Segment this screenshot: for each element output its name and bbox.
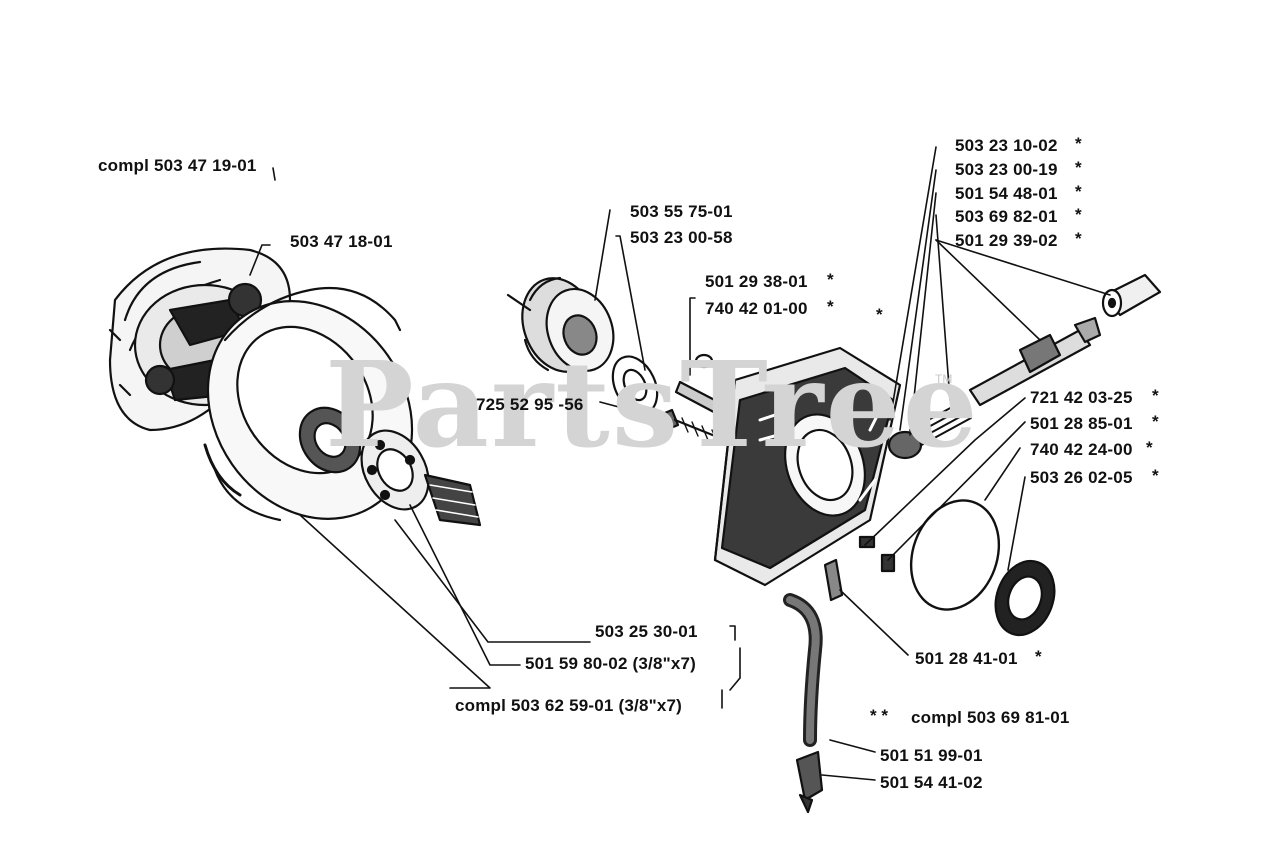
washer <box>611 355 659 415</box>
asterisk-oil-b: * <box>1075 158 1082 177</box>
asterisk-pin-c: * <box>876 305 883 324</box>
asterisk-plug: * <box>1035 647 1042 666</box>
label-right-d: 503 26 02-05 <box>1030 468 1133 487</box>
small-ring <box>694 353 714 369</box>
plunger-shaft <box>968 316 1102 407</box>
sprocket-rim <box>360 429 430 511</box>
label-pin-a: 501 29 38-01 <box>705 272 808 291</box>
label-right-b: 501 28 85-01 <box>1030 414 1133 433</box>
end-cap <box>1101 273 1162 318</box>
oil-seal <box>994 559 1056 637</box>
asterisk-right-c: * <box>1146 438 1153 457</box>
label-right-c: 740 42 24-00 <box>1030 440 1133 459</box>
asterisk-oil-c: * <box>1075 182 1082 201</box>
asterisk-right-a: * <box>1152 386 1159 405</box>
label-hose-b: 501 54 41-02 <box>880 773 983 792</box>
leader-lines <box>249 146 1111 781</box>
label-oil-b: 503 23 00-19 <box>955 160 1058 179</box>
guide-pin <box>674 380 732 420</box>
label-bottom-c: compl 503 62 59-01 (3/8"x7) <box>455 696 683 715</box>
oil-pump-body <box>713 346 902 587</box>
asterisk-right-d: * <box>1152 466 1159 485</box>
asterisk-pin-a: * <box>827 270 834 289</box>
label-oil-c: 501 54 48-01 <box>955 184 1058 203</box>
label-oil-e: 501 29 39-02 <box>955 231 1058 250</box>
label-sprocket-a: 503 55 75-01 <box>630 202 733 221</box>
o-ring <box>909 499 1001 611</box>
screw-part <box>658 408 727 445</box>
label-oil-d: 503 69 82-01 <box>955 207 1058 226</box>
label-plug: 501 28 41-01 <box>915 649 1018 668</box>
spring <box>909 399 972 449</box>
asterisk-pin-b: * <box>827 297 834 316</box>
label-pump-compl: compl 503 69 81-01 <box>911 708 1070 727</box>
asterisk-right-b: * <box>1152 412 1159 431</box>
asterisk-oil-d: * <box>1075 205 1082 224</box>
asterisk-oil-e: * <box>1075 229 1082 248</box>
label-sprocket-b: 503 23 00-58 <box>630 228 733 247</box>
adjust-nut <box>887 430 923 460</box>
label-right-a: 721 42 03-25 <box>1030 388 1133 407</box>
small-plug <box>880 553 896 573</box>
label-pin-b: 740 42 01-00 <box>705 299 808 318</box>
oil-hose <box>783 593 824 814</box>
watermark-tm: TM <box>935 372 953 386</box>
label-bottom-b: 501 59 80-02 (3/8"x7) <box>525 654 697 673</box>
screw-pin <box>823 558 844 602</box>
watermark-text: PartsTree <box>325 335 980 474</box>
label-screw: 725 52 95 -56 <box>476 395 584 414</box>
label-bottom-a: 503 25 30-01 <box>595 622 698 641</box>
label-clutch-drum: 503 47 18-01 <box>290 232 393 251</box>
needle-bearing <box>423 473 482 527</box>
label-clutch-assembly: compl 503 47 19-01 <box>98 156 257 175</box>
asterisk-oil-a: * <box>1075 134 1082 153</box>
asterisk-pump: * * <box>870 706 888 725</box>
drive-sprocket <box>506 276 615 373</box>
label-hose-a: 501 51 99-01 <box>880 746 983 765</box>
label-oil-a: 503 23 10-02 <box>955 136 1058 155</box>
